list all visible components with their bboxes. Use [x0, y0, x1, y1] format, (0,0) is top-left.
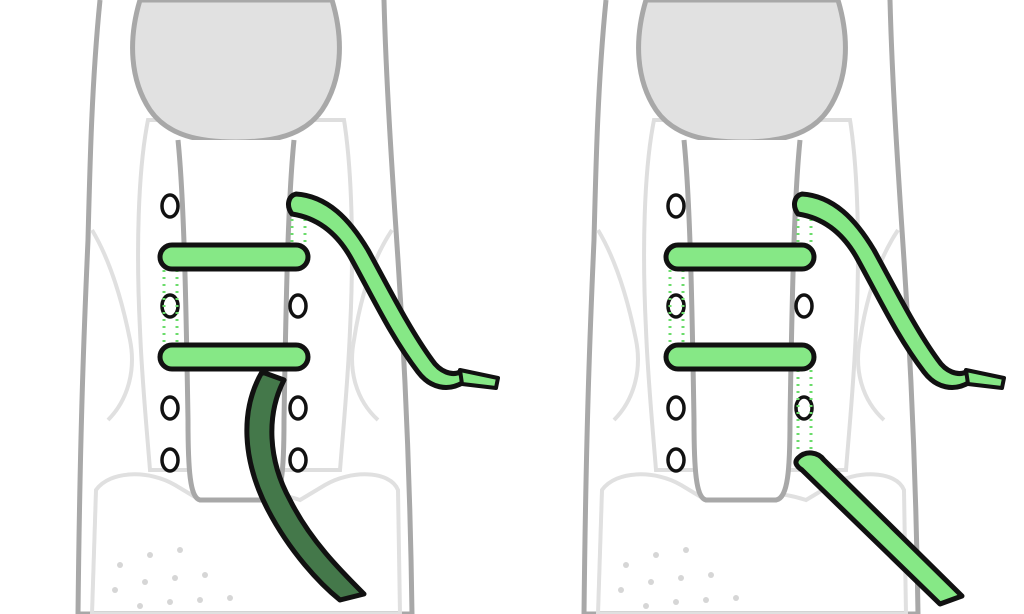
lacing-step-left [75, 0, 500, 614]
shoe-illustration-left [75, 0, 500, 614]
eyelets-left-column [666, 193, 686, 473]
lace-free-end [286, 191, 467, 390]
eyelets-left-column [160, 193, 180, 473]
hidden-lace-guides [668, 212, 813, 450]
toe-perforations [112, 547, 233, 609]
lace-end-light [793, 450, 965, 607]
lace-end-dark [244, 369, 367, 603]
side-curve-right [350, 228, 394, 422]
eyelets-right-column [794, 293, 814, 421]
lace-bar-lower [663, 342, 817, 372]
toe-perforations [618, 547, 739, 609]
shoe-tongue [681, 139, 803, 503]
lace-aglet [458, 368, 500, 390]
lacing-step-right [506, 0, 1018, 614]
side-curve-left [596, 228, 640, 422]
lace-bar-upper [663, 242, 817, 272]
eyelets-right-column [288, 293, 308, 473]
shoe-tongue [175, 139, 297, 503]
side-curve-right [856, 228, 900, 422]
hidden-lace-guides [162, 212, 307, 346]
lace-free-end [792, 191, 973, 390]
shoe-collar [636, 0, 848, 145]
side-curve-left [90, 228, 134, 422]
lace-bar-upper [157, 242, 311, 272]
shoe-illustration-right [581, 0, 1006, 614]
shoe-collar [130, 0, 342, 145]
lace-aglet [964, 368, 1006, 390]
lace-bar-lower [157, 342, 311, 372]
